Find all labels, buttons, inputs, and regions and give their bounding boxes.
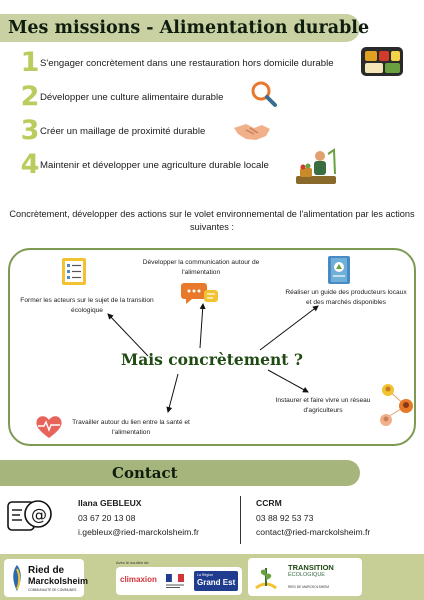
chat-bubbles-icon — [181, 283, 218, 304]
title-banner — [0, 14, 360, 42]
ried-logo-icon — [13, 565, 21, 591]
logo-ried-line1: Ried de — [28, 565, 65, 576]
grandest-text: Grand Est — [197, 578, 236, 587]
contact2-name: CCRM — [256, 498, 282, 508]
contact-banner — [0, 460, 360, 486]
handshake-icon — [234, 124, 270, 140]
email-phone-icon: @ — [7, 500, 52, 531]
contact-title: Contact — [112, 464, 178, 482]
action-network: Instaurer et faire vivre un réseau d'agr… — [275, 397, 371, 414]
logo-ried: Ried de Marckolsheim COMMUNAUTÉ DE COMMU… — [4, 559, 88, 597]
logo-ried-sub: COMMUNAUTÉ DE COMMUNES — [28, 588, 77, 592]
action-health: Travailler autour du lien entre la santé… — [72, 419, 190, 436]
center-heading: Mais concrètement ? — [121, 350, 303, 369]
transition-sub: RIED DE MARCKOLSHEIM — [288, 585, 330, 589]
mission-1: 1 S'engager concrètement dans une restau… — [18, 47, 418, 80]
action-train: Former les acteurs sur le sujet de la tr… — [20, 297, 154, 314]
grandest-small: La Région — [197, 573, 213, 577]
guide-book-icon — [328, 256, 350, 284]
contact1-phone: 03 67 20 13 08 — [78, 513, 136, 523]
contact2-email[interactable]: contact@ried-marckolsheim.fr — [256, 527, 371, 537]
mission-4: 4 Maintenir et développer une agricultur… — [18, 149, 418, 182]
logos-support: climaxion La Région Grand Est — [116, 567, 242, 595]
grandest-logo: La Région Grand Est — [194, 571, 238, 591]
magnifier-icon — [251, 81, 277, 107]
transition-logo-icon — [255, 568, 277, 590]
contact1-email[interactable]: i.gebleux@ried-marckolsheim.fr — [78, 527, 199, 537]
mission-number: 3 — [20, 115, 40, 146]
actions-box — [8, 248, 416, 446]
action-guide: Réaliser un guide des producteurs locaux… — [285, 289, 407, 306]
mission-number: 2 — [20, 81, 40, 112]
meal-tray-icon — [361, 47, 403, 76]
farmer-icon — [296, 148, 336, 184]
mission-number: 4 — [20, 149, 40, 180]
mission-text: S'engager concrètement dans une restaura… — [40, 58, 334, 69]
network-icon — [380, 384, 413, 426]
french-republic-logo — [166, 573, 184, 588]
mission-3: 3 Créer un maillage de proximité durable — [18, 115, 418, 148]
mission-number: 1 — [20, 47, 40, 78]
action-communication: Développer la communication autour de l'… — [142, 259, 260, 276]
page-title: Mes missions - Alimentation durable — [8, 18, 370, 38]
contact2-phone: 03 88 92 53 73 — [256, 513, 314, 523]
climaxion-logo: climaxion — [120, 575, 157, 584]
support-label: Avec le soutien de — [116, 560, 149, 565]
checklist-icon — [62, 258, 86, 285]
transition-line1: TRANSITION — [288, 563, 334, 572]
transition-line2: ÉCOLOGIQUE — [288, 572, 325, 578]
mission-text: Maintenir et développer une agriculture … — [40, 160, 269, 171]
svg-text:@: @ — [31, 505, 47, 524]
logo-ried-line2: Marckolsheim — [28, 576, 89, 586]
contact1-name: Ilana GEBLEUX — [78, 498, 142, 508]
mission-2: 2 Développer une culture alimentaire dur… — [18, 81, 418, 114]
mission-text: Développer une culture alimentaire durab… — [40, 92, 224, 103]
contact-divider — [240, 496, 241, 544]
mission-text: Créer un maillage de proximité durable — [40, 126, 206, 137]
logo-transition: TRANSITION ÉCOLOGIQUE RIED DE MARCKOLSHE… — [248, 558, 362, 596]
health-heart-icon — [36, 416, 62, 438]
intro-text: Concrètement, développer des actions sur… — [9, 209, 415, 232]
